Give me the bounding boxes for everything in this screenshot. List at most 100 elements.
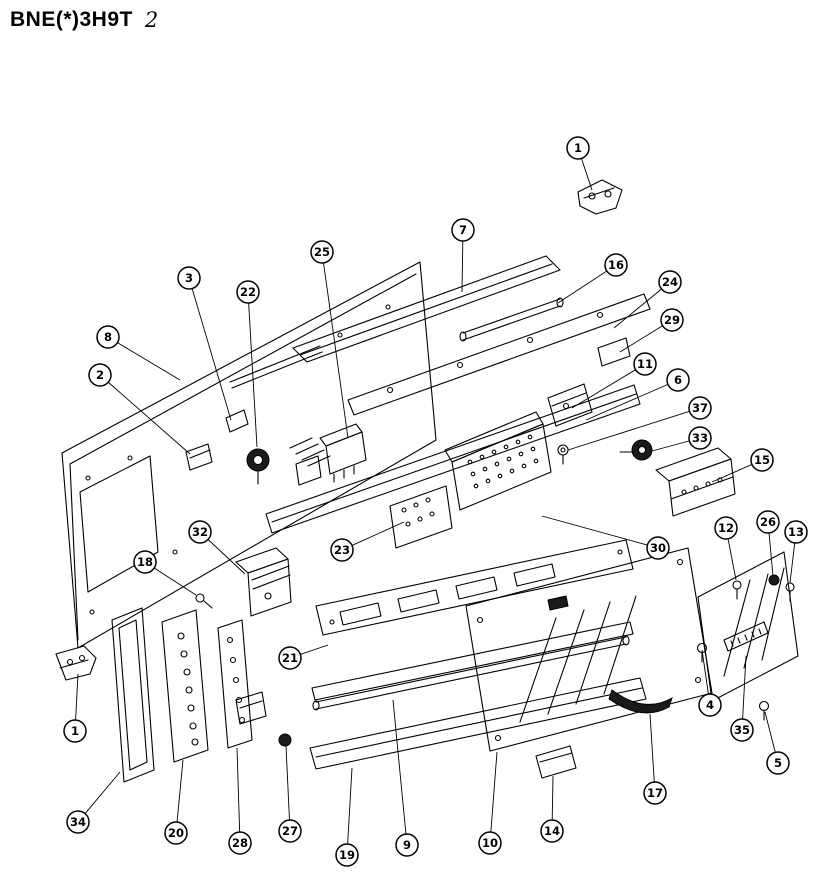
- perforated-strip: [161, 609, 209, 763]
- callout-11: [633, 352, 657, 376]
- handwritten-mark: 2: [144, 8, 159, 32]
- leader-line-11: [571, 369, 636, 409]
- leader-line-21: [300, 644, 329, 655]
- callout-label-12: 12: [718, 521, 734, 535]
- callout-label-27: 27: [282, 824, 298, 838]
- callout-18: [133, 550, 157, 574]
- support-rail: [347, 293, 651, 416]
- bottom-trim: [309, 677, 647, 770]
- leader-line-30: [541, 515, 648, 546]
- screw-right-upper: [785, 582, 795, 602]
- callout-label-1a: 1: [574, 141, 582, 155]
- callout-6: [666, 368, 690, 392]
- callout-29: [660, 308, 684, 332]
- callout-label-2: 2: [96, 368, 104, 382]
- callout-label-25: 25: [314, 245, 330, 259]
- leader-line-34: [84, 771, 121, 814]
- mounting-bracket-top: [577, 179, 623, 215]
- callout-24: [658, 270, 682, 294]
- callout-label-3: 3: [185, 271, 193, 285]
- right-end-cap: [697, 551, 799, 702]
- callout-10: [478, 831, 502, 855]
- callout-label-6: 6: [674, 373, 682, 387]
- callout-label-16: 16: [608, 258, 624, 272]
- pushbutton-switch: [235, 547, 292, 617]
- leader-line-24: [613, 288, 662, 329]
- leader-line-2: [107, 381, 191, 455]
- callout-label-18: 18: [137, 555, 153, 569]
- callout-label-17: 17: [647, 786, 663, 800]
- callout-label-29: 29: [664, 313, 680, 327]
- callout-label-4: 4: [706, 698, 714, 712]
- leader-line-29: [619, 325, 663, 353]
- callout-12: [714, 516, 738, 540]
- callout-label-37: 37: [692, 401, 708, 415]
- callout-label-7: 7: [459, 223, 467, 237]
- callout-label-13: 13: [788, 525, 804, 539]
- small-knob: [278, 733, 292, 747]
- callout-3: [177, 266, 201, 290]
- callout-34: [66, 810, 90, 834]
- leader-line-1a: [581, 158, 593, 191]
- callout-7: [451, 218, 475, 242]
- leader-line-15: [711, 464, 753, 483]
- curved-trim: [608, 689, 673, 714]
- plug-button: [768, 574, 780, 586]
- callout-label-8: 8: [104, 330, 112, 344]
- lower-rail: [311, 621, 634, 701]
- callout-1b: [63, 719, 87, 743]
- callout-label-35: 35: [734, 723, 750, 737]
- angle-bracket: [235, 691, 267, 725]
- callout-9: [395, 833, 419, 857]
- leader-line-12: [727, 538, 737, 581]
- leader-line-26: [768, 532, 774, 577]
- screw-right-top: [732, 580, 742, 600]
- leader-line-22: [248, 302, 258, 448]
- callout-21: [278, 646, 302, 670]
- switch-bracket: [547, 383, 593, 427]
- title-block: BNE(*)3H9T 2: [10, 8, 158, 32]
- callout-label-9: 9: [403, 838, 411, 852]
- callout-13: [784, 520, 808, 544]
- leader-line-27: [285, 745, 290, 821]
- callout-35: [730, 718, 754, 742]
- panel-backing-plate: [315, 539, 634, 636]
- leader-line-1b: [75, 673, 79, 721]
- leader-line-10: [490, 751, 498, 833]
- callout-label-24: 24: [662, 275, 678, 289]
- callout-label-20: 20: [168, 826, 184, 840]
- leader-line-35: [742, 655, 747, 720]
- nameplate-badge: [723, 621, 769, 652]
- side-strip: [217, 619, 253, 749]
- leader-line-17: [649, 713, 655, 783]
- callout-4: [698, 693, 722, 717]
- callout-17: [643, 781, 667, 805]
- callout-label-33: 33: [692, 431, 708, 445]
- leader-line-16: [557, 270, 608, 304]
- callout-label-32: 32: [192, 525, 208, 539]
- leader-line-3: [191, 288, 232, 421]
- leader-line-20: [176, 759, 184, 823]
- infinite-switch-b: [295, 455, 322, 486]
- callout-label-11: 11: [637, 357, 653, 371]
- component-rail: [265, 384, 641, 534]
- callout-16: [604, 253, 628, 277]
- callout-22: [236, 280, 260, 304]
- leader-line-13: [789, 542, 796, 584]
- rail-end-bracket: [597, 337, 631, 367]
- callout-label-1b: 1: [71, 724, 79, 738]
- circuit-board: [389, 485, 453, 549]
- callout-label-34: 34: [70, 815, 86, 829]
- callout-27: [278, 819, 302, 843]
- callout-28: [228, 831, 252, 855]
- leader-line-8: [117, 342, 181, 381]
- callout-20: [164, 821, 188, 845]
- callout-33: [688, 426, 712, 450]
- callout-2: [88, 363, 112, 387]
- leader-line-33: [651, 440, 690, 452]
- callout-label-5: 5: [774, 756, 782, 770]
- callout-30: [646, 536, 670, 560]
- callout-32: [188, 520, 212, 544]
